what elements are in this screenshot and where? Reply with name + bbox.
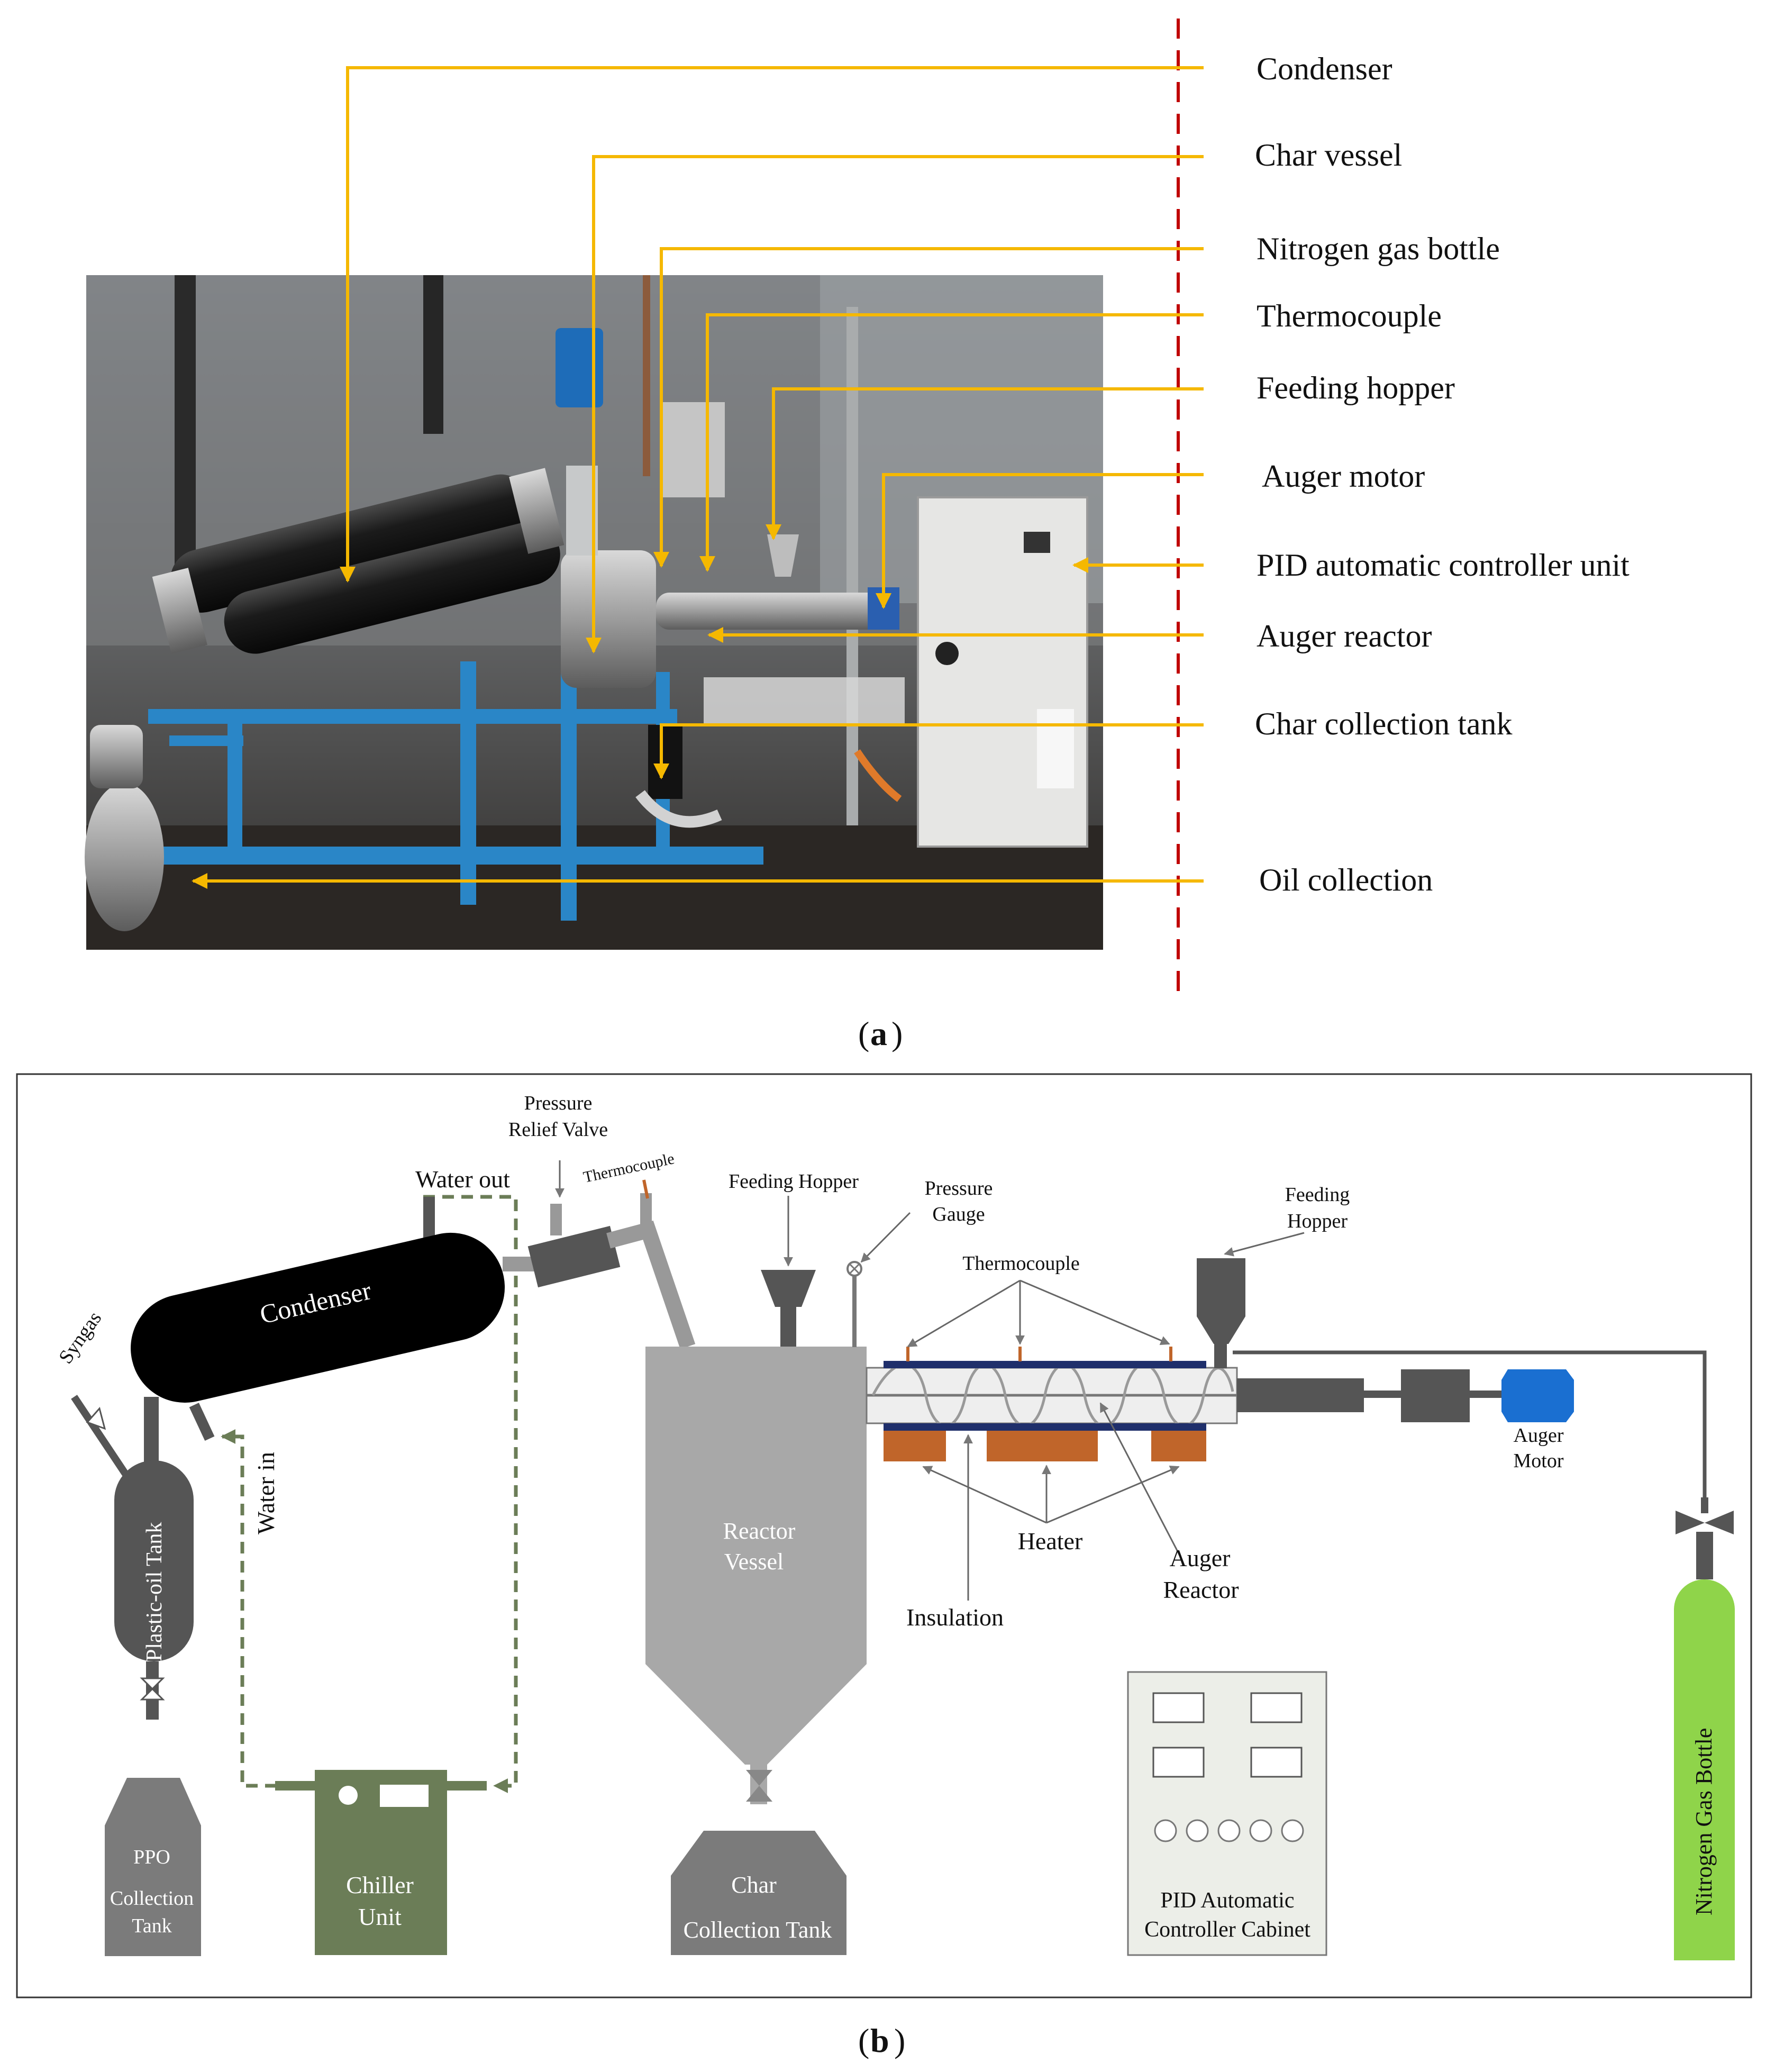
leader-condenser [340,66,1204,583]
leader-auger-motor [876,473,1204,609]
svg-text:): ) [894,2022,905,2059]
auger-reactor-line-1: Auger [1170,1544,1231,1571]
leader-thermocouple [699,313,1204,572]
pointer-arrows [555,1160,1305,1601]
caption-b: ( b ) [858,2022,905,2059]
leader-char-vessel [586,155,1204,653]
feeding-hopper-1 [761,1270,816,1347]
label-condenser: Condenser [1257,51,1392,86]
leader-char-tank [653,723,1204,779]
auger-reactor [866,1347,1501,1461]
pid-cabinet-label: PID Automatic Controller Cabinet [1144,1888,1310,1942]
plastic-oil-tank [71,1395,194,1720]
chiller-line-1: Chiller [346,1871,414,1898]
ppo-tank [105,1778,201,1956]
caption-a: ( a ) [858,1015,903,1052]
insulation-top [884,1361,1206,1368]
auger-motor [1501,1369,1574,1422]
heater-2 [987,1431,1098,1461]
pressure-relief-line-2: Relief Valve [508,1119,608,1141]
ppo-tank-label: PPO Collection Tank [110,1846,194,1937]
leader-feeding-hopper [766,387,1204,540]
caption-b-letter: b [870,2022,889,2059]
feeding-hopper-1-label: Feeding Hopper [729,1170,859,1193]
feeding-hopper-2 [1197,1258,1245,1368]
char-line-2: Collection Tank [684,1917,832,1943]
reactor-vessel [645,1347,867,1804]
pressure-gauge [846,1261,862,1347]
ppo-line-1: PPO [133,1846,170,1868]
label-char-vessel: Char vessel [1255,138,1402,172]
photo-labels: Condenser Char vessel Nitrogen gas bottl… [1255,51,1630,897]
condenser [131,1197,545,1441]
relief-valve [527,1179,696,1349]
heater-label: Heater [1018,1528,1083,1555]
char-line-1: Char [731,1872,777,1898]
panel-a: Condenser Char vessel Nitrogen gas bottl… [85,19,1630,1052]
water-in-label: Water in [252,1452,279,1534]
char-tank [671,1831,846,1955]
water-loop [221,1195,518,1793]
schematic-frame [16,1073,1752,1998]
auger-motor-line-1: Auger [1514,1424,1564,1447]
label-pid-controller: PID automatic controller unit [1257,548,1630,583]
char-tank-label: Char Collection Tank [684,1872,832,1943]
leader-lines [192,66,1204,889]
pid-line-2: Controller Cabinet [1144,1917,1310,1942]
water-out-label: Water out [415,1166,510,1193]
reactor-vessel-line-2: Vessel [724,1549,784,1575]
pid-cabinet [1127,1671,1327,1956]
insulation-bottom [884,1423,1206,1431]
chiller-line-2: Unit [358,1903,402,1930]
schematic-labels: Pressure Relief Valve Water out Thermoco… [252,1092,1564,1631]
svg-text:(: ( [858,2022,869,2059]
leader-nitrogen [653,247,1204,568]
label-nitrogen-gas-bottle: Nitrogen gas bottle [1257,231,1500,266]
label-feeding-hopper: Feeding hopper [1257,370,1455,405]
ppo-line-2: Collection [110,1887,194,1910]
nitrogen-bottle [1674,1579,1735,1960]
pressure-gauge-line-1: Pressure [925,1177,993,1199]
reactor-vessel-label: Reactor Vessel [723,1518,796,1575]
plastic-oil-tank-label: Plastic-oil Tank [142,1522,167,1661]
panel-b: Condenser Reactor Vessel [16,1073,1752,2059]
feeding-hopper-2-line-1: Feeding [1285,1184,1350,1206]
chiller-label: Chiller Unit [346,1871,414,1930]
thermocouple-label: Thermocouple [962,1252,1080,1275]
pressure-gauge-line-2: Gauge [932,1203,985,1225]
pressure-relief-line-1: Pressure [524,1092,593,1114]
nitrogen-line [1233,1350,1734,1579]
svg-text:): ) [891,1015,903,1052]
auger-motor-line-2: Motor [1514,1450,1564,1472]
caption-a-letter: a [870,1015,887,1052]
insulation-label: Insulation [906,1604,1004,1631]
nitrogen-bottle-label: Nitrogen Gas Bottle [1691,1728,1717,1915]
heater-1 [884,1431,946,1461]
reactor-vessel-line-1: Reactor [723,1518,796,1544]
heater-3 [1151,1431,1206,1461]
auger-reactor-line-2: Reactor [1163,1576,1239,1603]
ppo-line-3: Tank [132,1915,171,1937]
chiller-unit [275,1770,487,1955]
label-thermocouple: Thermocouple [1257,298,1442,333]
label-auger-motor: Auger motor [1262,459,1425,494]
feeding-hopper-2-line-2: Hopper [1287,1210,1348,1232]
pid-line-1: PID Automatic [1160,1888,1294,1913]
label-auger-reactor: Auger reactor [1257,619,1432,653]
label-oil-collection: Oil collection [1259,862,1433,897]
svg-text:(: ( [858,1015,869,1052]
label-char-collection-tank: Char collection tank [1255,706,1513,741]
